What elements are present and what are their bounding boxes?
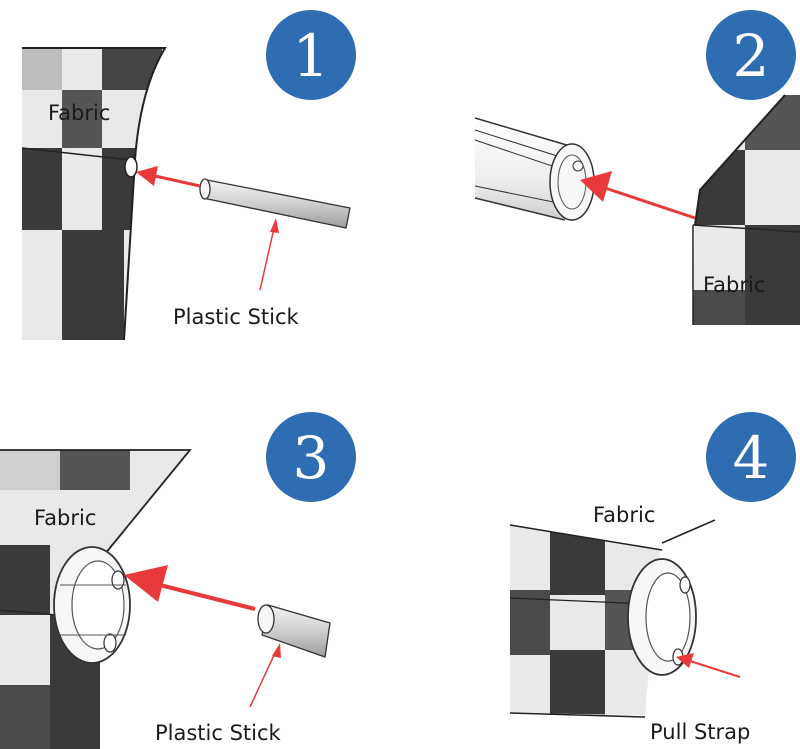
fabric-label: Fabric: [34, 506, 96, 530]
label-pointer-arrow: [259, 218, 279, 291]
step-1-illustration: Fabric Plastic Stick 1: [21, 10, 356, 341]
step-3-illustration: Fabric Plastic Stick 3: [0, 412, 356, 749]
plastic-stick: [257, 604, 331, 658]
step-number: 3: [293, 424, 330, 492]
step-number-badge: 1: [266, 10, 356, 100]
label-pointer-arrow: [249, 643, 281, 708]
step-number-badge: 3: [266, 412, 356, 502]
fabric-label: Fabric: [48, 101, 110, 125]
step-2-panel: Fabric 2: [400, 0, 800, 350]
insert-arrow: [124, 565, 256, 611]
insert-arrow: [580, 171, 696, 220]
step-1-panel: Fabric Plastic Stick 1: [0, 0, 400, 350]
step-number: 2: [733, 22, 770, 90]
fabric-pocket-opening: [124, 156, 138, 178]
awning-rail-tube: [53, 546, 131, 664]
step-3-panel: Fabric Plastic Stick 3: [0, 395, 400, 749]
fabric-edge: [22, 47, 167, 341]
insert-arrow: [136, 166, 201, 188]
step-number: 4: [733, 424, 770, 492]
plastic-stick: [199, 178, 351, 229]
step-4-illustration: Fabric Pull Strap 4: [509, 412, 796, 744]
step-number-badge: 4: [706, 412, 796, 502]
step-4-panel: Fabric Pull Strap 4: [400, 395, 800, 749]
pull-strap-arrow: [676, 653, 741, 678]
plastic-stick-label: Plastic Stick: [155, 721, 282, 745]
plastic-stick-label: Plastic Stick: [173, 305, 300, 329]
fabric-label: Fabric: [703, 273, 765, 297]
step-number-badge: 2: [706, 10, 796, 100]
fabric-label-leader: [661, 519, 716, 544]
awning-rail-tube: [474, 117, 595, 221]
checkered-fabric: [22, 48, 165, 340]
step-number: 1: [293, 22, 330, 90]
awning-rail-tube: [627, 558, 697, 676]
pull-strap-label: Pull Strap: [650, 720, 750, 744]
fabric-label: Fabric: [593, 503, 655, 527]
step-2-illustration: Fabric 2: [474, 10, 800, 325]
